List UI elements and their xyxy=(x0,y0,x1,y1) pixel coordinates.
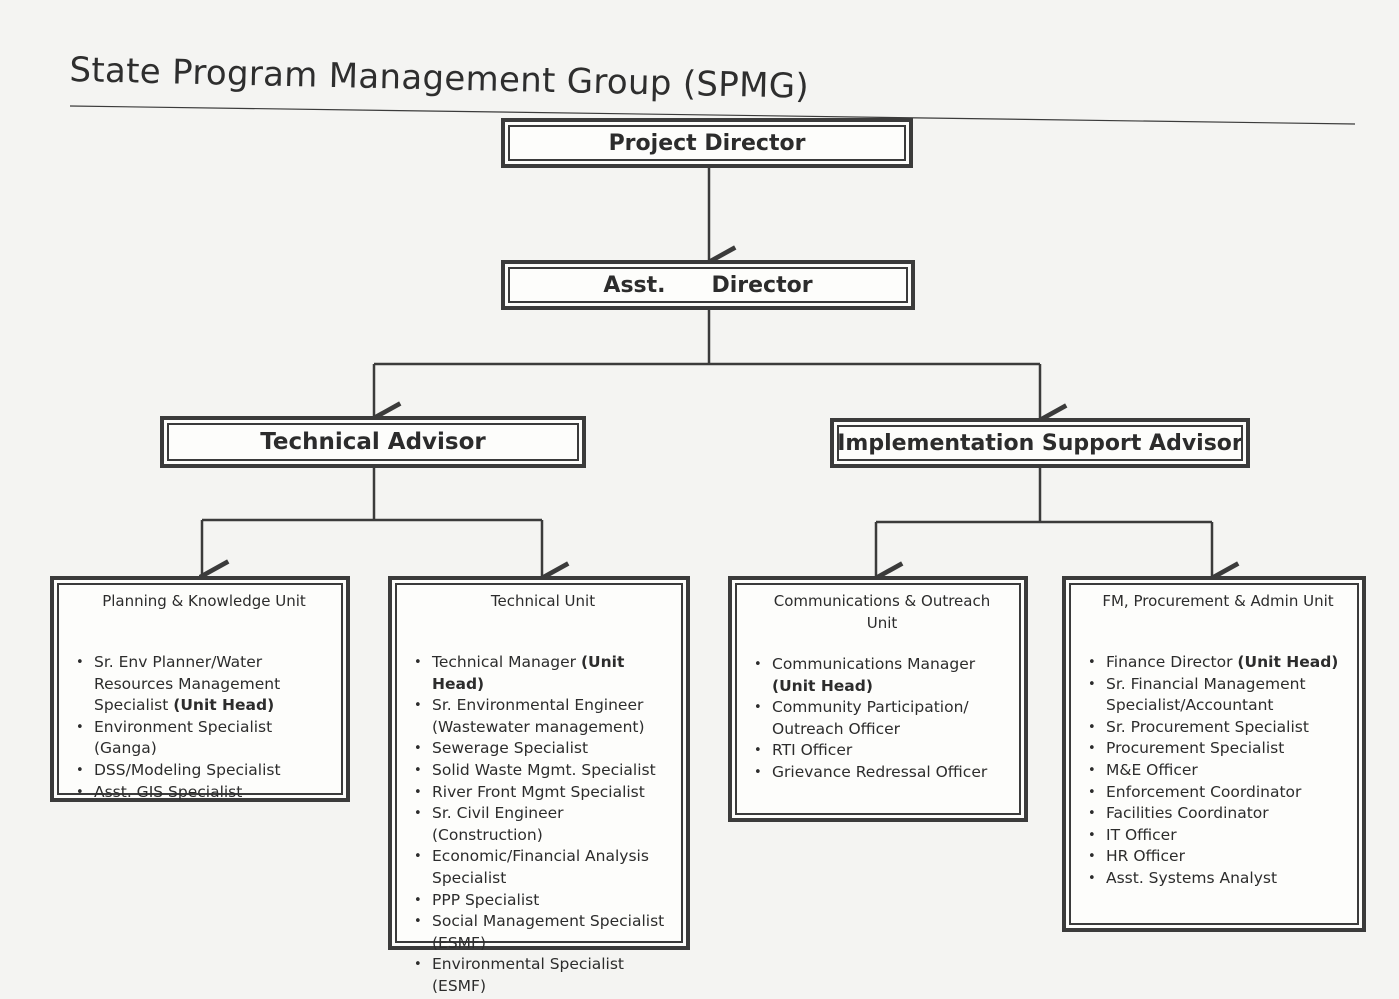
project-director-box: Project Director xyxy=(501,118,913,168)
communications-outreach-unit-box: Communications & Outreach Unit Communica… xyxy=(728,576,1028,822)
technical-advisor-box: Technical Advisor xyxy=(160,416,586,468)
list-item: Communications Manager (Unit Head) xyxy=(754,654,1010,697)
list-item: M&E Officer xyxy=(1088,760,1348,782)
unit-title: Technical Unit xyxy=(490,592,596,610)
unit-role-list: Finance Director (Unit Head) Sr. Financi… xyxy=(1088,652,1348,890)
list-item: River Front Mgmt Specialist xyxy=(414,782,672,804)
list-item: Environmental Specialist (ESMF) xyxy=(414,954,672,997)
list-item: Facilities Coordinator xyxy=(1088,803,1348,825)
list-item: Solid Waste Mgmt. Specialist xyxy=(414,760,672,782)
list-item: PPP Specialist xyxy=(414,890,672,912)
unit-role-list: Communications Manager (Unit Head) Commu… xyxy=(754,654,1010,784)
list-item: Grievance Redressal Officer xyxy=(754,762,1010,784)
list-item: DSS/Modeling Specialist xyxy=(76,760,332,782)
asst-director-box: Asst. Director xyxy=(501,260,915,310)
list-item: HR Officer xyxy=(1088,846,1348,868)
title-underline xyxy=(69,105,1356,125)
unit-title: FM, Procurement & Admin Unit xyxy=(1102,592,1334,610)
implementation-advisor-box: Implementation Support Advisor xyxy=(830,418,1250,468)
list-item: Social Management Specialist (ESMF) xyxy=(414,911,672,954)
list-item: Environment Specialist (Ganga) xyxy=(76,717,332,760)
list-item: Finance Director (Unit Head) xyxy=(1088,652,1348,674)
technical-unit-box: Technical Unit Technical Manager (Unit H… xyxy=(388,576,690,995)
list-item: Economic/Financial Analysis Specialist xyxy=(414,846,672,889)
unit-title: Planning & Knowledge Unit xyxy=(102,592,306,610)
list-item: Sr. Procurement Specialist xyxy=(1088,717,1348,739)
list-item: Sr. Financial Management Specialist/Acco… xyxy=(1088,674,1348,717)
project-director-label: Project Director xyxy=(608,130,806,156)
list-item: Community Participation/ Outreach Office… xyxy=(754,697,1010,740)
unit-title: Communications & Outreach Unit xyxy=(773,592,991,632)
list-item: Sr. Civil Engineer (Construction) xyxy=(414,803,672,846)
list-item: Sewerage Specialist xyxy=(414,738,672,760)
list-item: Enforcement Coordinator xyxy=(1088,782,1348,804)
planning-knowledge-unit-box: Planning & Knowledge Unit Sr. Env Planne… xyxy=(50,576,350,803)
list-item: Asst. Systems Analyst xyxy=(1088,868,1348,890)
list-item: Procurement Specialist xyxy=(1088,738,1348,760)
unit-role-list: Technical Manager (Unit Head) Sr. Enviro… xyxy=(414,652,672,998)
fm-procurement-admin-unit-box: FM, Procurement & Admin Unit Finance Dir… xyxy=(1062,576,1366,932)
list-item: Technical Manager (Unit Head) xyxy=(414,652,672,695)
asst-director-label: Asst. Director xyxy=(603,272,813,298)
implementation-advisor-label: Implementation Support Advisor xyxy=(837,430,1243,456)
unit-role-list: Sr. Env Planner/Water Resources Manageme… xyxy=(76,652,332,803)
list-item: IT Officer xyxy=(1088,825,1348,847)
list-item: Sr. Env Planner/Water Resources Manageme… xyxy=(76,652,332,717)
technical-advisor-label: Technical Advisor xyxy=(260,429,486,455)
list-item: Sr. Environmental Engineer (Wastewater m… xyxy=(414,695,672,738)
list-item: RTI Officer xyxy=(754,740,1010,762)
list-item: Asst. GIS Specialist xyxy=(76,782,332,804)
